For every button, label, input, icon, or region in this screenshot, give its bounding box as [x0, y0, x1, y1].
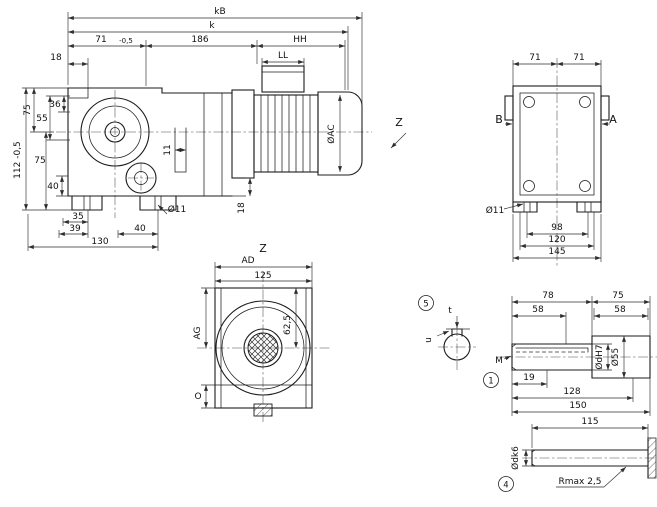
dim-75-upper-label: 75: [23, 104, 33, 115]
dim-o-label: O: [194, 392, 201, 402]
dim-ll-label: LL: [278, 51, 288, 61]
fan-cowl: [317, 91, 363, 176]
dim-71-right-label: 71: [573, 53, 584, 63]
dim-ag-label: AG: [193, 326, 203, 339]
rmax-label: Rmax 2,5: [558, 477, 601, 487]
pinion-housing-circle: [125, 162, 157, 194]
dia-dk6-label: Ødk6: [510, 446, 521, 470]
note-4-circle: [498, 476, 514, 492]
dia-11-label: Ø11: [168, 204, 187, 215]
note-4-number: 4: [503, 481, 508, 491]
side-view-dimensions: kB k 71 -0,5 186 HH LL 18 36 55 75 112 -…: [13, 7, 407, 251]
keyway-section-detail: 5 t u: [418, 295, 476, 370]
rear-outline: [504, 85, 610, 213]
rear-dimensions: 71 71 B A Ø11 98 120 145: [486, 53, 617, 262]
dim-112-label: 112 -0,5: [13, 141, 23, 179]
dim-150-label: 150: [569, 401, 586, 411]
dim-m-label: M: [495, 356, 503, 366]
gearbox-outline: [67, 87, 255, 211]
dim-145-label: 145: [548, 247, 565, 257]
motor-stator: [253, 94, 319, 173]
dim-18-top-label: 18: [50, 53, 62, 63]
dim-39-label: 39: [69, 224, 81, 234]
side-view-centerlines: [56, 90, 372, 218]
dim-62-5-label: 62,5: [283, 315, 293, 335]
dim-18-flange-label: 18: [237, 202, 247, 214]
shaft-end-outline: [531, 437, 657, 479]
dim-t-label: t: [448, 306, 452, 316]
terminal-box: [261, 65, 305, 93]
view-z-arrow: [390, 132, 407, 149]
rear-view: 71 71 B A Ø11 98 120 145: [486, 53, 617, 268]
dim-98-label: 98: [551, 223, 563, 233]
top-view-z-label: Z: [259, 242, 267, 255]
dim-75-lower-label: 75: [34, 156, 45, 166]
note-1-number: 1: [488, 377, 493, 387]
dim-36-label: 36: [49, 100, 61, 110]
dim-71-left-label: 71: [529, 53, 540, 63]
top-view: Z AD 125 AG 62,5 O: [193, 242, 331, 424]
top-outline: [214, 287, 313, 417]
mounting-wall-hatch: [648, 438, 656, 478]
dim-u-label: u: [424, 337, 434, 343]
note-1-circle: [483, 372, 499, 388]
shaft-section-hatched: [247, 332, 279, 364]
top-dimensions: AD 125 AG 62,5 O: [193, 256, 313, 409]
dia-ac-label: ØAC: [326, 124, 337, 143]
shaft-outline: [511, 335, 651, 379]
note-5-number: 5: [423, 300, 428, 310]
motor-outline: [253, 65, 363, 176]
dim-19-label: 19: [523, 373, 535, 383]
dim-75-label: 75: [612, 291, 623, 301]
dim-58-right-label: 58: [614, 305, 626, 315]
shaft-dimensions: 78 75 58 58 M 19 128 150 ØdH7 Ø55: [495, 291, 651, 416]
dim-120-label: 120: [548, 235, 565, 245]
dim-71-label: 71: [95, 35, 106, 45]
side-a-label: A: [609, 113, 617, 126]
side-view: kB k 71 -0,5 186 HH LL 18 36 55 75 112 -…: [13, 7, 407, 251]
view-z-letter: Z: [395, 116, 403, 129]
dim-125-label: 125: [254, 271, 271, 281]
note-5-circle: [418, 295, 434, 311]
dia-d-label: ØdH7: [594, 344, 605, 369]
dim-35-label: 35: [72, 212, 83, 222]
dim-128-label: 128: [563, 387, 580, 397]
dim-130-label: 130: [91, 237, 108, 247]
hollow-shaft-detail: 78 75 58 58 M 19 128 150 ØdH7 Ø55 1: [483, 291, 657, 416]
dim-40-side-label: 40: [47, 182, 59, 192]
dim-71-tolerance: -0,5: [119, 37, 133, 45]
output-boss-circle: [80, 97, 150, 167]
dim-k-label: k: [209, 21, 215, 31]
dim-kb-label: kB: [214, 7, 225, 17]
motor-adapter-flange: [231, 89, 255, 179]
shaft-end-dimensions: 115 Ødk6 Rmax 2,5: [510, 417, 649, 488]
dim-ad-label: AD: [241, 256, 254, 266]
dim-58-left-label: 58: [532, 305, 544, 315]
dim-hh-label: HH: [293, 35, 307, 45]
dim-186-label: 186: [191, 35, 208, 45]
bore-section-circle: [443, 333, 471, 361]
dim-40-feet-label: 40: [134, 224, 146, 234]
dim-78-label: 78: [542, 291, 554, 301]
dim-11-label: 11: [163, 144, 173, 155]
shaft-end-detail: 115 Ødk6 Rmax 2,5 4: [498, 417, 657, 492]
dim-55-label: 55: [36, 114, 47, 124]
dia-55-label: Ø55: [610, 348, 621, 367]
side-b-label: B: [495, 113, 503, 126]
bottom-hatched-block: [253, 403, 273, 417]
dim-115-label: 115: [581, 417, 598, 427]
rear-dia-11-label: Ø11: [486, 205, 505, 216]
